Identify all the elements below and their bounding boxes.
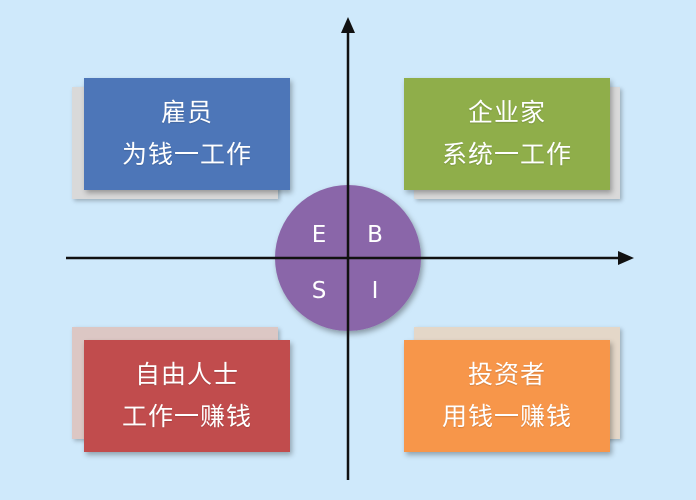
self-employed-card: 自由人士 工作一赚钱 <box>84 340 290 452</box>
letter-i: I <box>371 278 379 304</box>
letter-b: B <box>367 222 383 248</box>
business-owner-subtitle: 系统一工作 <box>441 140 572 169</box>
investor-subtitle: 用钱一赚钱 <box>441 402 572 431</box>
letter-s: S <box>311 278 327 304</box>
employee-subtitle: 为钱一工作 <box>121 140 252 169</box>
employee-title: 雇员 <box>160 98 213 127</box>
investor-card: 投资者 用钱一赚钱 <box>404 340 610 452</box>
self-employed-title: 自由人士 <box>134 360 239 389</box>
employee-card: 雇员 为钱一工作 <box>84 78 290 190</box>
self-employed-subtitle: 工作一赚钱 <box>121 402 252 431</box>
business-owner-card: 企业家 系统一工作 <box>404 78 610 190</box>
business-owner-title: 企业家 <box>467 98 546 127</box>
horizontal-axis-arrow <box>618 251 634 265</box>
letter-e: E <box>311 222 327 248</box>
investor-title: 投资者 <box>467 360 546 389</box>
vertical-axis-arrow <box>341 17 355 33</box>
